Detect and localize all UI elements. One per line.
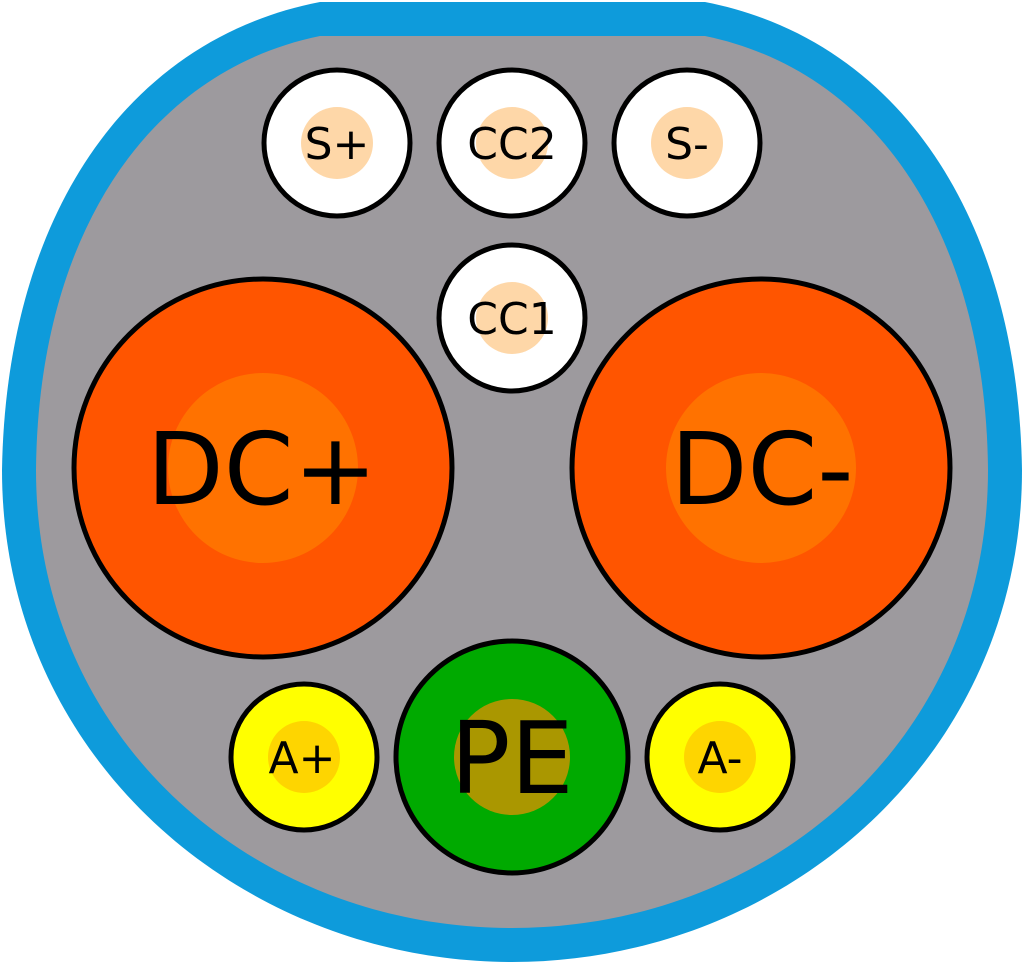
- pin-pe-core: [454, 699, 570, 815]
- pin-dc-minus-core: [666, 373, 856, 563]
- pin-a-plus-label: A+: [269, 733, 336, 784]
- pin-cc2-label: CC2: [467, 119, 556, 170]
- pin-a-minus-core: [684, 721, 756, 793]
- pin-cc2: CC2: [436, 67, 588, 219]
- pin-pe-label: PE: [450, 700, 574, 817]
- pin-a-minus: A-: [644, 681, 796, 833]
- pin-cc2-core: [476, 107, 548, 179]
- pin-dc-plus: DC+: [71, 276, 455, 660]
- pin-s-plus-core: [301, 107, 373, 179]
- pin-s-plus: S+: [261, 67, 413, 219]
- pin-s-plus-label: S+: [305, 119, 370, 170]
- pin-dc-minus-label: DC-: [671, 411, 854, 528]
- pin-dc-plus-label: DC+: [147, 411, 378, 528]
- pin-cc1: CC1: [436, 242, 588, 394]
- pin-s-minus: S-: [611, 67, 763, 219]
- pin-a-minus-label: A-: [697, 733, 742, 784]
- pin-cc1-core: [476, 282, 548, 354]
- pin-dc-minus: DC-: [569, 276, 953, 660]
- pin-dc-plus-core: [168, 373, 358, 563]
- pin-pe: PE: [393, 638, 631, 876]
- pin-a-plus: A+: [228, 681, 380, 833]
- pin-s-minus-label: S-: [665, 119, 709, 170]
- pin-cc1-label: CC1: [467, 294, 556, 345]
- pin-s-minus-core: [651, 107, 723, 179]
- pin-a-plus-core: [268, 721, 340, 793]
